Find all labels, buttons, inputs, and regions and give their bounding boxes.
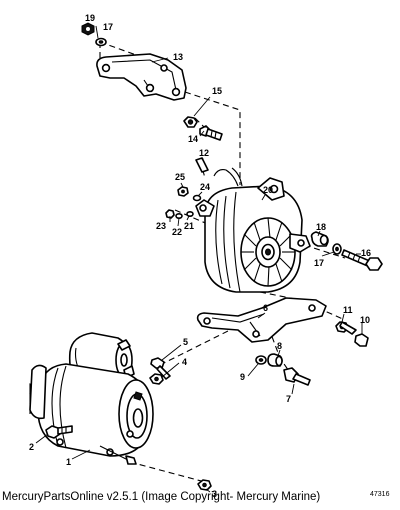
nut-25 [177,186,189,197]
callout-16: 16 [361,248,371,258]
callout-13: 13 [173,52,183,62]
callout-14: 14 [188,134,198,144]
upper-bracket-13 [96,53,187,101]
washer-22 [175,213,183,220]
callout-17-top: 17 [103,22,113,32]
bolt-2 [45,425,73,439]
drawing-number: 47316 [370,491,390,498]
callout-8: 8 [277,341,282,351]
nut-4 [149,373,164,385]
spacer-18 [310,231,329,247]
callout-19: 19 [85,13,95,23]
callout-6: 6 [263,303,268,313]
washer-17-top [95,37,107,47]
callout-23: 23 [156,221,166,231]
callout-21: 21 [184,221,194,231]
callout-4: 4 [182,357,187,367]
callout-15: 15 [212,86,222,96]
callout-leaders [35,25,363,493]
callout-7: 7 [286,394,291,404]
callout-18: 18 [316,222,326,232]
long-bolt-16 [341,249,383,271]
callout-20: 20 [263,185,273,195]
pin-12 [195,157,209,173]
nut-23 [165,209,175,219]
callout-9: 9 [240,372,245,382]
nut-3 [197,479,212,491]
callout-11: 11 [343,305,353,315]
starter-motor-1 [29,332,154,465]
callout-25: 25 [175,172,185,182]
callout-17-right: 17 [314,258,324,268]
nut-15 [183,116,198,128]
washer-21 [186,211,194,218]
alternator-20 [195,167,311,293]
lower-bracket-6 [196,297,327,343]
callout-5: 5 [183,337,188,347]
bolt-10 [339,321,369,347]
image-caption: MercuryPartsOnline v2.5.1 (Image Copyrig… [2,491,321,503]
callout-labels: 19 17 13 15 14 12 25 24 20 23 22 21 18 1… [29,13,390,499]
bolt-7 [283,367,311,386]
washer-17-right [332,243,342,255]
callout-3: 3 [212,489,217,499]
spacer-8 [267,353,283,367]
bolt-19 [81,22,95,36]
callout-2: 2 [29,442,34,452]
callout-1: 1 [66,457,71,467]
washer-9 [255,355,267,365]
bolt-14 [199,125,223,141]
callout-24: 24 [200,182,210,192]
callout-10: 10 [360,315,370,325]
callout-22: 22 [172,227,182,237]
washer-24 [192,194,202,202]
callout-12: 12 [199,148,209,158]
